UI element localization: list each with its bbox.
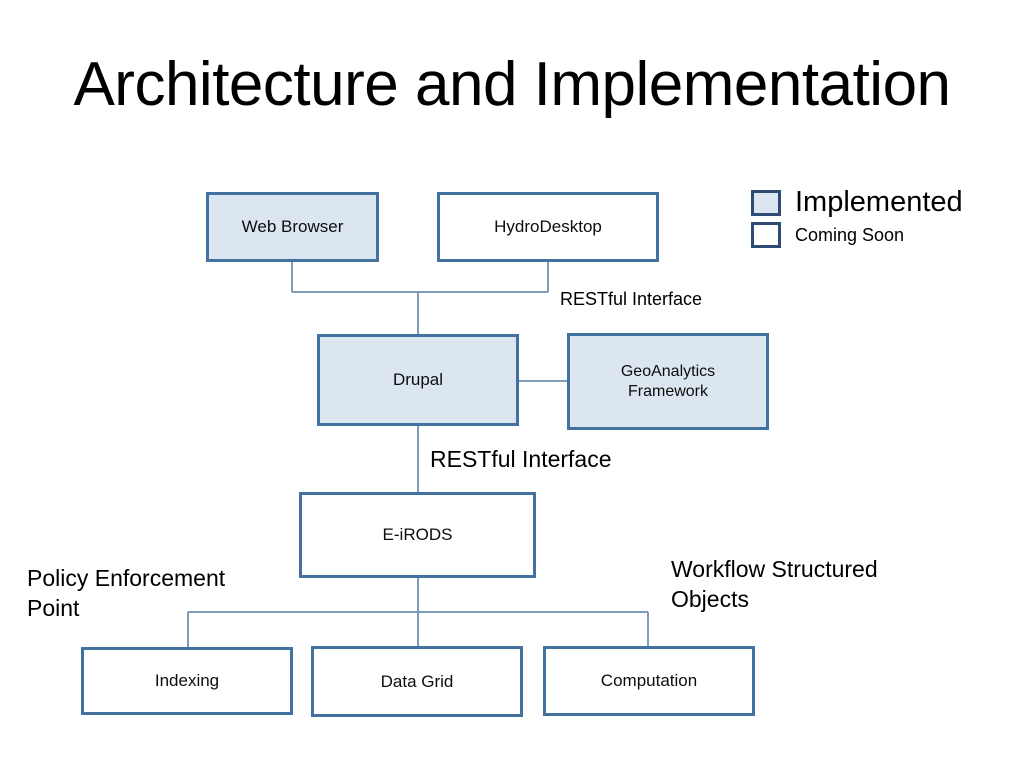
node-indexing[interactable]: Indexing xyxy=(81,647,293,715)
legend-item-coming-soon: Coming Soon xyxy=(751,220,1011,250)
node-computation-label: Computation xyxy=(600,671,698,691)
node-geoanalytics-framework-label: GeoAnalytics Framework xyxy=(620,362,716,400)
legend-swatch-coming-soon-icon xyxy=(751,222,781,248)
node-indexing-label: Indexing xyxy=(154,671,220,691)
legend-swatch-implemented-icon xyxy=(751,189,781,216)
node-e-irods-label: E-iRODS xyxy=(382,525,453,545)
node-data-grid-label: Data Grid xyxy=(380,671,454,691)
annotation-restful-interface-top: RESTful Interface xyxy=(560,289,703,309)
node-data-grid[interactable]: Data Grid xyxy=(311,646,523,717)
legend-label-coming-soon: Coming Soon xyxy=(795,225,905,245)
node-e-irods[interactable]: E-iRODS xyxy=(299,492,536,578)
node-hydrodesktop-label: HydroDesktop xyxy=(494,217,602,237)
node-drupal[interactable]: Drupal xyxy=(317,334,519,426)
legend: Implemented Coming Soon xyxy=(751,187,1011,250)
node-geoanalytics-framework[interactable]: GeoAnalytics Framework xyxy=(567,333,769,430)
annotation-policy-enforcement-point: Policy Enforcement Point xyxy=(27,565,226,621)
node-web-browser-label: Web Browser xyxy=(241,217,344,237)
node-hydrodesktop[interactable]: HydroDesktop xyxy=(437,192,659,262)
node-computation[interactable]: Computation xyxy=(543,646,755,716)
node-drupal-label: Drupal xyxy=(392,370,444,390)
annotation-workflow-structured-objects: Workflow Structured Objects xyxy=(671,556,878,612)
page-title: Architecture and Implementation xyxy=(73,50,951,119)
node-web-browser[interactable]: Web Browser xyxy=(206,192,379,262)
legend-label-implemented: Implemented xyxy=(795,186,963,218)
legend-item-implemented: Implemented xyxy=(751,187,1011,218)
annotation-restful-interface-middle: RESTful Interface xyxy=(430,446,612,472)
